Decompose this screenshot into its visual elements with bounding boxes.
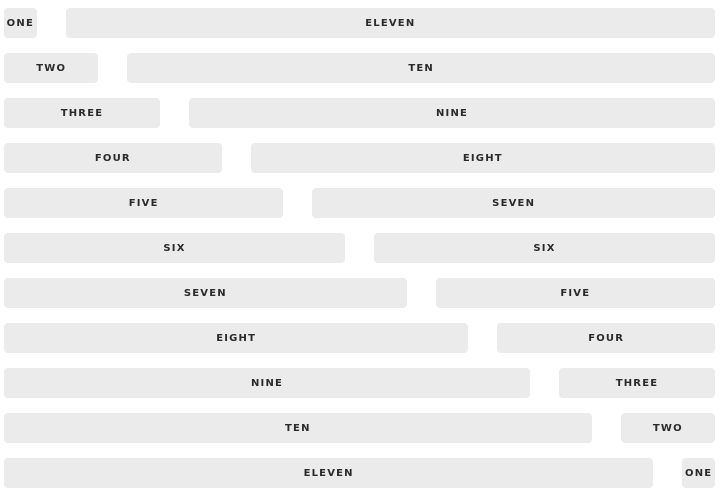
grid-cell-row9-right: THREE xyxy=(559,368,715,398)
grid-cell-row7-right: FIVE xyxy=(435,278,715,308)
grid-cell-row8-left: EIGHT xyxy=(4,323,469,353)
grid-cell-row8-right: FOUR xyxy=(497,323,715,353)
grid-cell-row2-left: TWO xyxy=(4,53,99,83)
grid-cell-row9-left: NINE xyxy=(4,368,530,398)
grid-cell-row2-right: TEN xyxy=(127,53,715,83)
grid-cell-row6-right: SIX xyxy=(374,233,715,263)
grid-cell-row3-left: THREE xyxy=(4,98,160,128)
grid-cell-row3-right: NINE xyxy=(189,98,715,128)
grid-cell-row4-left: FOUR xyxy=(4,143,222,173)
grid-cell-row7-left: SEVEN xyxy=(4,278,407,308)
column-span-grid: ONE ELEVEN TWO TEN THREE NINE FOUR EIGHT… xyxy=(4,8,715,488)
grid-cell-row5-right: SEVEN xyxy=(312,188,715,218)
grid-cell-row1-left: ONE xyxy=(4,8,37,38)
grid-cell-row1-right: ELEVEN xyxy=(65,8,715,38)
grid-cell-row11-right: ONE xyxy=(682,458,715,488)
grid-cell-row6-left: SIX xyxy=(4,233,345,263)
grid-cell-row4-right: EIGHT xyxy=(250,143,715,173)
grid-cell-row10-left: TEN xyxy=(4,413,592,443)
grid-cell-row11-left: ELEVEN xyxy=(4,458,654,488)
grid-cell-row5-left: FIVE xyxy=(4,188,284,218)
grid-cell-row10-right: TWO xyxy=(620,413,715,443)
